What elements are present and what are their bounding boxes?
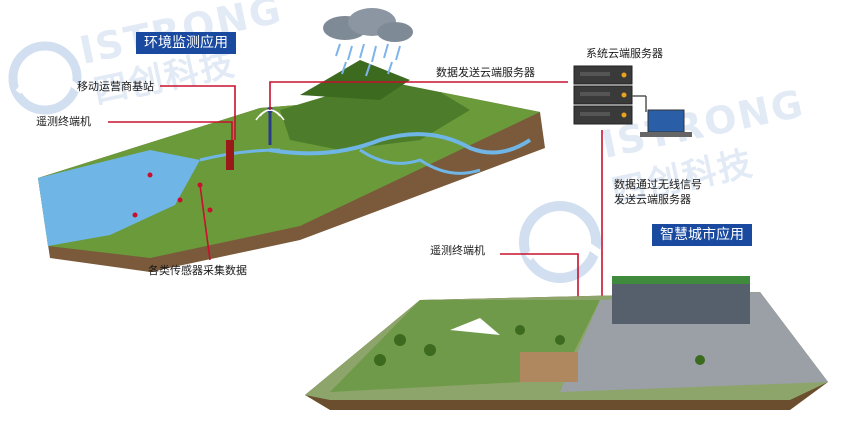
- lake: [38, 150, 200, 246]
- label-telemetry-terminal-left: 遥测终端机: [36, 115, 91, 128]
- environment-monitoring-badge: 环境监测应用: [136, 32, 236, 54]
- river: [269, 132, 532, 156]
- watermark-logo-right: [519, 201, 603, 283]
- terrain-block: [38, 60, 545, 272]
- label-cloud-server: 系统云端服务器: [586, 47, 663, 60]
- label-wireless-send-line1: 数据通过无线信号: [614, 178, 702, 191]
- telemetry-terminal-left-icon: [226, 140, 234, 170]
- connector-terminal-left: [108, 121, 233, 140]
- cloud-server-icon: [573, 65, 647, 125]
- connector-base-station: [160, 85, 236, 140]
- label-sensor-data: 各类传感器采集数据: [148, 264, 247, 277]
- smart-city-block: [305, 276, 828, 410]
- label-telemetry-terminal-right: 遥测终端机: [430, 244, 485, 257]
- label-base-station: 移动运营商基站: [77, 80, 154, 93]
- mountain-peak: [300, 60, 410, 100]
- smart-city-badge: 智慧城市应用: [652, 224, 752, 246]
- label-wireless-send-line2: 发送云端服务器: [614, 193, 691, 206]
- pavilion: [450, 318, 500, 335]
- watermark-logo-left: [8, 41, 82, 115]
- building: [612, 280, 750, 324]
- monitor-icon: [640, 109, 692, 137]
- river-branch: [359, 148, 481, 175]
- rain-cloud-icon: [323, 8, 413, 77]
- label-send-to-cloud: 数据发送云端服务器: [436, 66, 535, 79]
- connector-sensor-data: [199, 184, 211, 261]
- river-inlet: [199, 148, 281, 162]
- connector-to-cloud: [269, 81, 568, 110]
